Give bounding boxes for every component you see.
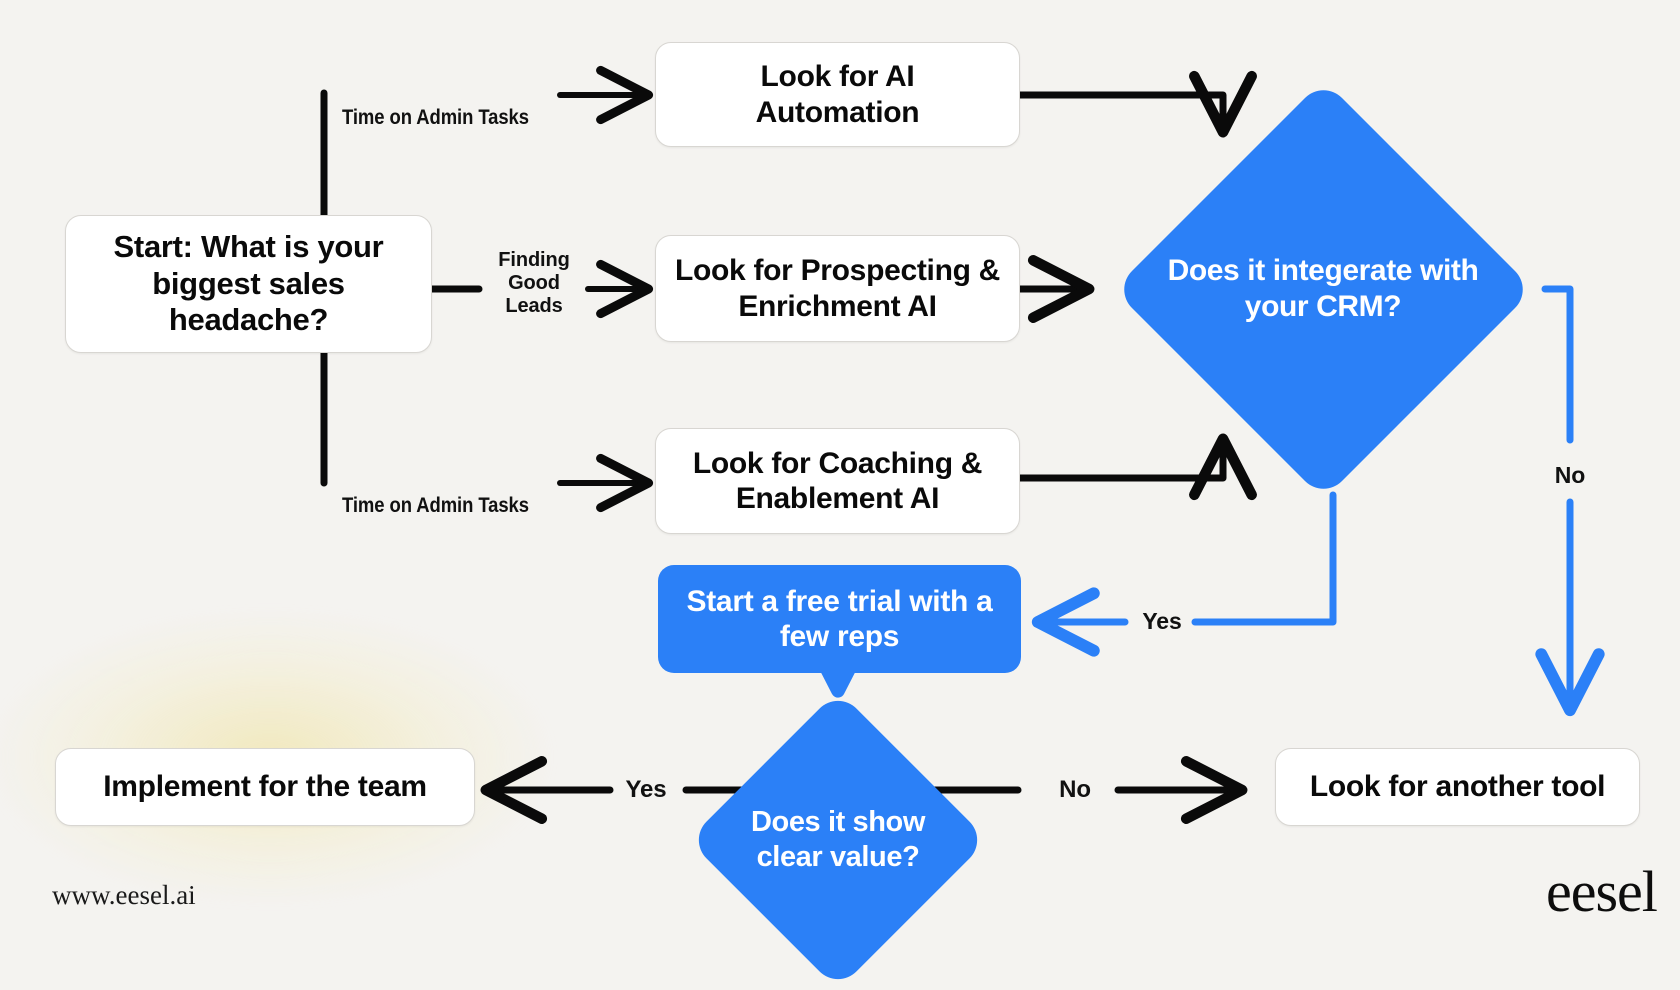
- node-implement-for-the-team[interactable]: Implement for the team: [55, 748, 475, 826]
- node-look-for-ai-automation[interactable]: Look for AI Automation: [655, 42, 1020, 147]
- node-crm-decision[interactable]: Does it integerate with your CRM?: [1112, 78, 1534, 500]
- edge-label-admin-bottom: Time on Admin Tasks: [333, 470, 563, 518]
- edge-label-value-yes: Yes: [625, 776, 667, 803]
- edge-label-admin-top: Time on Admin Tasks: [333, 82, 563, 130]
- edge-label-admin-bottom-text: Time on Admin Tasks: [341, 494, 529, 518]
- edge-label-finding-leads: Finding Good Leads: [498, 249, 570, 317]
- edge-crm-yes-to-trial: [1031, 491, 1337, 657]
- edge-label-crm-no: No: [1554, 462, 1586, 488]
- node-start[interactable]: Start: What is your biggest sales headac…: [65, 215, 432, 353]
- node-look-for-prospecting-ai[interactable]: Look for Prospecting & Enrichment AI: [655, 235, 1020, 342]
- flowchart-canvas: Time on Admin Tasks Finding Good Leads T…: [0, 42, 1658, 990]
- crm-decision-label: Does it integerate with your CRM?: [1167, 254, 1479, 323]
- node-look-for-coaching-ai[interactable]: Look for Coaching & Enablement AI: [655, 428, 1020, 534]
- eesel-logo: eesel: [1546, 859, 1658, 924]
- edge-crm-no-to-another-tool: [1535, 285, 1605, 717]
- footer-website-url[interactable]: www.eesel.ai: [52, 880, 196, 910]
- edge-label-crm-yes: Yes: [1142, 608, 1182, 634]
- edge-label-value-no: No: [1059, 776, 1091, 803]
- node-start-free-trial[interactable]: Start a free trial with a few reps: [658, 565, 1021, 673]
- value-decision-label: Does it show clear value?: [750, 806, 926, 873]
- node-value-decision[interactable]: Does it show clear value?: [688, 690, 988, 990]
- node-look-for-another-tool[interactable]: Look for another tool: [1275, 748, 1640, 826]
- edge-label-admin-top-text: Time on Admin Tasks: [341, 106, 529, 130]
